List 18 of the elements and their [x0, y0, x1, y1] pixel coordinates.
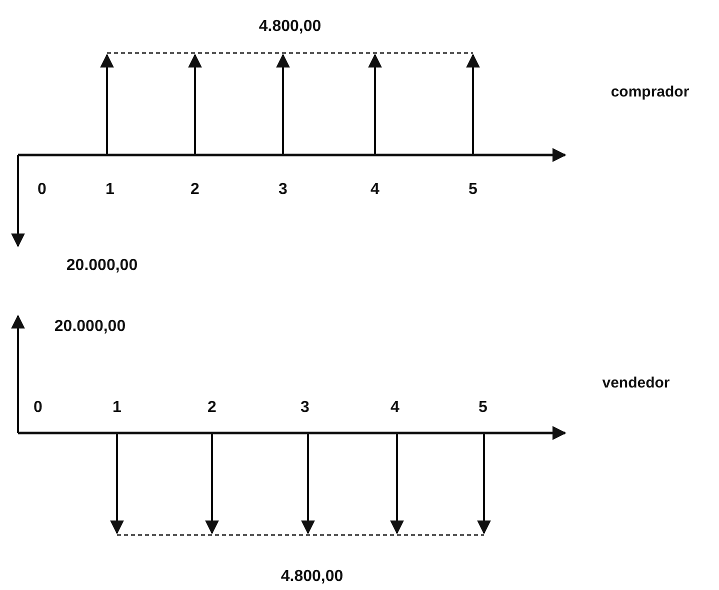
period-label: 1 [106, 182, 114, 198]
period-label: 0 [34, 400, 42, 416]
period-label: 5 [468, 182, 478, 198]
period-label: 1 [112, 400, 122, 416]
amount-label: 20.000,00 [66, 258, 138, 274]
amount-label: 20.000,00 [54, 319, 126, 335]
period-label: 0 [38, 182, 46, 198]
period-label: 5 [478, 400, 488, 416]
period-label: 4 [370, 182, 380, 198]
period-label: 2 [190, 182, 200, 198]
period-label: 3 [300, 400, 310, 416]
period-label: 4 [390, 400, 400, 416]
period-label: 3 [278, 182, 288, 198]
period-label: 2 [208, 400, 216, 416]
amount-label: 4.800,00 [258, 19, 322, 35]
party-label: comprador [610, 84, 690, 100]
amount-label: 4.800,00 [280, 569, 344, 585]
party-label: vendedor [602, 376, 670, 390]
